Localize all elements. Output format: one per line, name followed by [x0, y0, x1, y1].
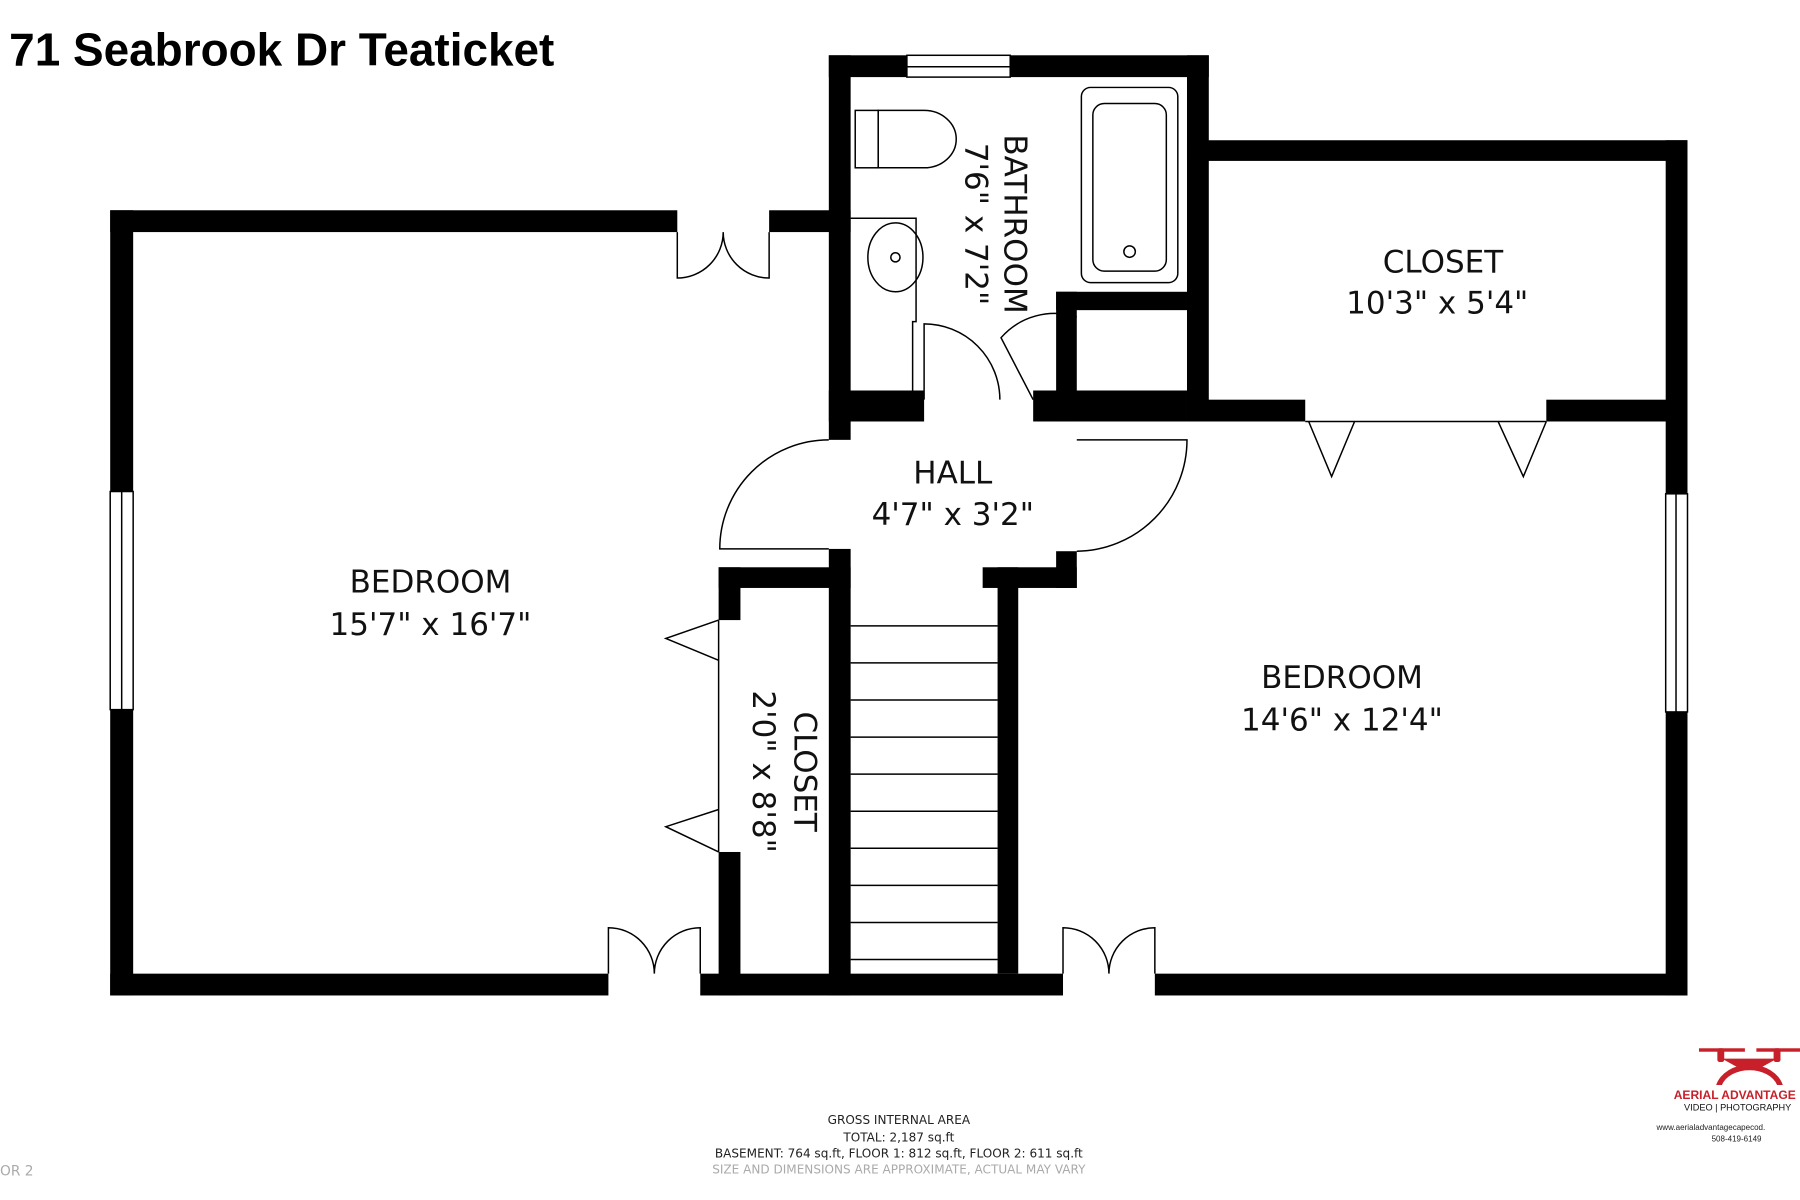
- room-size-bedroom-left: 15'7" x 16'7": [330, 607, 532, 643]
- area-heading: GROSS INTERNAL AREA: [828, 1113, 971, 1127]
- room-name-closet-small: CLOSET: [786, 711, 822, 832]
- stairs: [850, 625, 998, 961]
- room-labels: BEDROOM 15'7" x 16'7" CLOSET 10'3" x 5'4…: [330, 134, 1529, 852]
- logo-phone: 508-419-6149: [1712, 1134, 1762, 1143]
- room-name-hall: HALL: [913, 455, 993, 491]
- walls: [110, 55, 1688, 996]
- room-name-closet-right: CLOSET: [1383, 244, 1504, 280]
- doors: [607, 232, 1547, 974]
- windows: [109, 54, 1689, 713]
- room-size-hall: 4'7" x 3'2": [872, 497, 1034, 533]
- room-size-bedroom-right: 14'6" x 12'4": [1241, 702, 1443, 738]
- logo-brand: AERIAL ADVANTAGE: [1674, 1088, 1796, 1102]
- page-title: 71 Seabrook Dr Teaticket: [9, 24, 554, 76]
- fixtures: [850, 86, 1179, 391]
- area-breakdown: BASEMENT: 764 sq.ft, FLOOR 1: 812 sq.ft,…: [715, 1146, 1083, 1160]
- room-name-bedroom-right: BEDROOM: [1261, 660, 1423, 696]
- room-size-bathroom: 7'6" x 7'2": [957, 143, 993, 305]
- company-logo: AERIAL ADVANTAGE VIDEO | PHOTOGRAPHY www…: [1656, 1048, 1800, 1143]
- room-name-bedroom-left: BEDROOM: [350, 565, 512, 601]
- room-size-closet-small: 2'0" x 8'8": [745, 690, 781, 852]
- logo-website: www.aerialadvantagecapecod.: [1656, 1123, 1766, 1132]
- logo-tagline: VIDEO | PHOTOGRAPHY: [1684, 1102, 1791, 1112]
- area-summary: GROSS INTERNAL AREA TOTAL: 2,187 sq.ft B…: [712, 1113, 1086, 1176]
- room-size-closet-right: 10'3" x 5'4": [1346, 286, 1528, 322]
- floor-label: OR 2: [0, 1164, 34, 1180]
- area-disclaimer: SIZE AND DIMENSIONS ARE APPROXIMATE, ACT…: [712, 1162, 1086, 1176]
- drone-icon: [1698, 1048, 1800, 1086]
- area-total: TOTAL: 2,187 sq.ft: [842, 1130, 954, 1144]
- room-name-bathroom: BATHROOM: [996, 134, 1032, 313]
